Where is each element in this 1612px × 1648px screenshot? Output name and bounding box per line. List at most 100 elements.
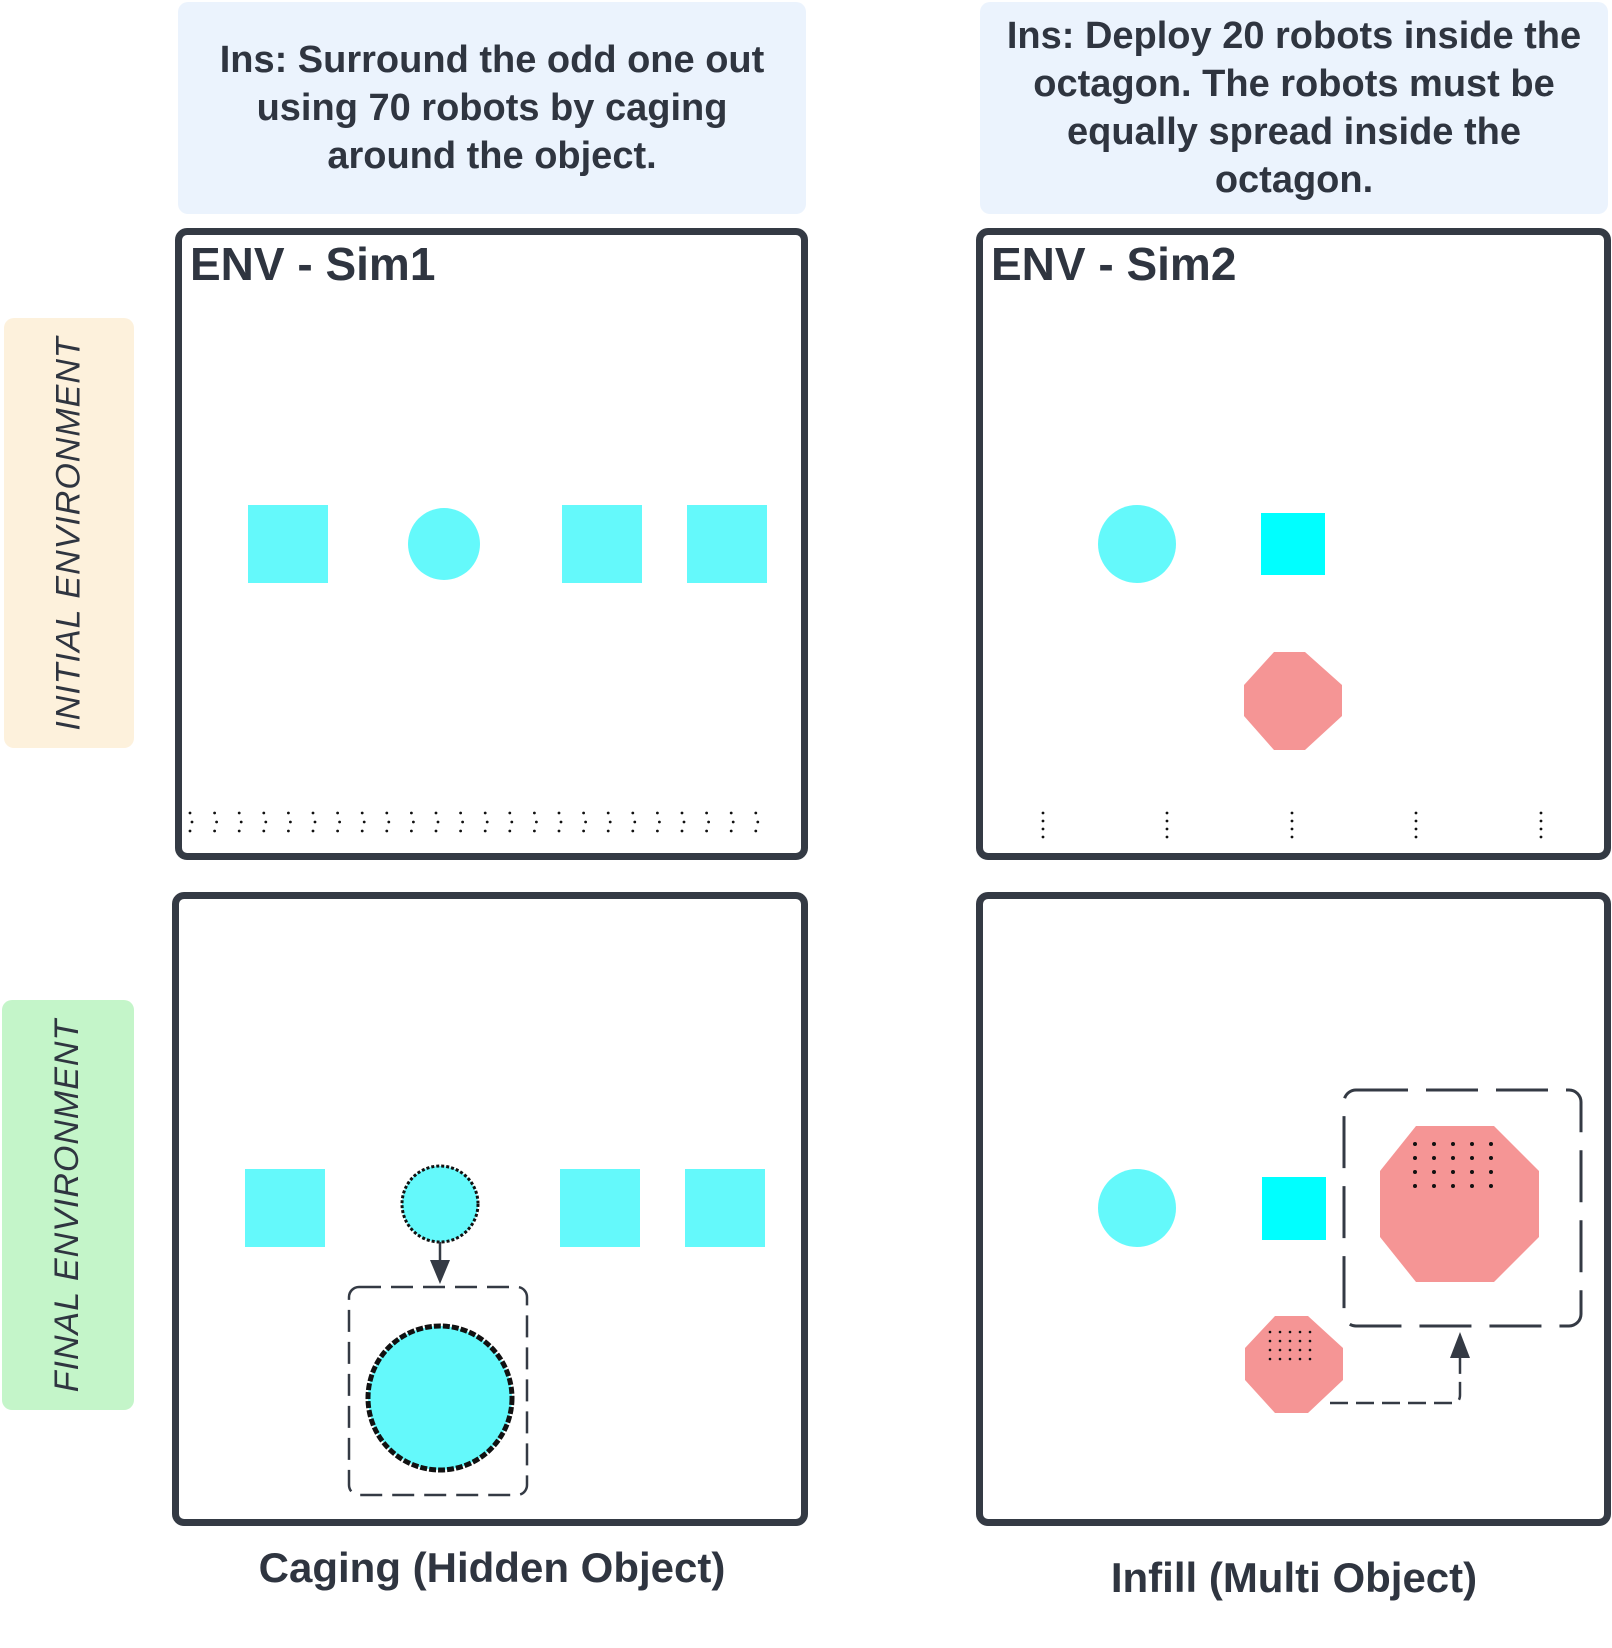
robot-dot: [1539, 835, 1543, 839]
robot-dot: [631, 829, 635, 833]
robot-dot: [1451, 1156, 1455, 1160]
sim1-env-title: ENV - Sim1: [190, 238, 436, 290]
robot-dot: [264, 820, 268, 824]
robot-dot: [237, 811, 241, 815]
robot-dot: [1268, 1348, 1272, 1352]
robot-dot: [1489, 1156, 1493, 1160]
robot-dot: [311, 829, 315, 833]
sim2-robot-groups: [1041, 811, 1543, 839]
robot-dot: [1268, 1339, 1272, 1343]
robot-dot: [606, 829, 610, 833]
robot-dot: [385, 829, 389, 833]
robot-dot: [756, 820, 760, 824]
robot-dot: [608, 820, 612, 824]
robot-dot: [385, 811, 389, 815]
robot-dot: [1432, 1156, 1436, 1160]
robot-dot: [1165, 819, 1169, 823]
robot-dot: [287, 829, 290, 833]
robot-dot: [1278, 1330, 1282, 1334]
instruction-box-sim1: Ins: Surround the odd one out using 70 r…: [178, 2, 806, 214]
robot-dot: [1414, 835, 1418, 839]
robot-dot: [459, 811, 462, 815]
sim1-final-square-2: [560, 1169, 640, 1247]
robot-dot: [1165, 835, 1169, 839]
robot-dot: [1288, 1357, 1292, 1361]
sim2-final-octagon-small: [1245, 1316, 1343, 1413]
robot-dot: [584, 820, 587, 824]
robot-dot: [436, 820, 440, 824]
sim1-final-caged-circle: [400, 1164, 480, 1244]
sim1-initial-circle: [408, 508, 480, 580]
robot-dot: [311, 811, 315, 815]
robot-dot: [1041, 811, 1045, 815]
robot-dot: [658, 820, 661, 824]
sim2-zoom-arrow-head: [1450, 1332, 1470, 1358]
robot-dot: [1308, 1339, 1312, 1343]
sim1-initial-square-1: [248, 505, 328, 583]
robot-dot: [412, 820, 415, 824]
robot-dot: [262, 811, 266, 815]
robot-dot: [1413, 1156, 1417, 1160]
robot-dot: [313, 820, 317, 824]
robot-dot: [1041, 835, 1045, 839]
robot-dot: [1470, 1142, 1474, 1146]
robot-dot: [262, 829, 266, 833]
robot-dot: [213, 829, 217, 833]
robot-dot: [1539, 827, 1543, 831]
robot-dot: [1489, 1184, 1493, 1188]
robot-dot: [1539, 811, 1543, 815]
robot-dot: [1290, 827, 1294, 831]
robot-dot: [1165, 827, 1169, 831]
robot-dot: [188, 829, 192, 833]
robot-dot: [434, 829, 438, 833]
robot-dot: [1413, 1142, 1417, 1146]
robot-dot: [606, 811, 610, 815]
robot-dot: [483, 811, 487, 815]
robot-dot: [682, 820, 686, 824]
robot-dot: [190, 820, 194, 824]
robot-dot: [1432, 1170, 1436, 1174]
sim2-small-octagon-robots: [1268, 1330, 1312, 1361]
sim1-initial-square-3: [687, 505, 767, 583]
caption-sim2: Infill (Multi Object): [1110, 1554, 1478, 1601]
robot-dot: [485, 820, 489, 824]
robot-dot: [1414, 811, 1418, 815]
robot-dot: [510, 820, 514, 824]
robot-dot: [1290, 819, 1294, 823]
robot-dot: [1539, 819, 1543, 823]
robot-dot: [557, 829, 561, 833]
sim1-final-square-1: [245, 1169, 325, 1247]
sim2-final-square: [1262, 1177, 1326, 1240]
sim1-final-square-3: [685, 1169, 765, 1247]
instruction-text-sim2: Ins: Deploy 20 robots inside the octagon…: [1006, 15, 1582, 201]
robot-dot: [1308, 1357, 1312, 1361]
robot-dot: [287, 811, 290, 815]
robot-dot: [1041, 827, 1045, 831]
robot-dot: [410, 811, 413, 815]
robot-dot: [1165, 811, 1169, 815]
sim2-final-circle: [1098, 1169, 1176, 1247]
robot-dot: [387, 820, 391, 824]
instruction-text-sim1: Ins: Surround the odd one out using 70 r…: [219, 39, 765, 177]
caption-sim1: Caging (Hidden Object): [258, 1544, 726, 1591]
robot-dot: [1451, 1184, 1455, 1188]
robot-dot: [705, 811, 708, 815]
robot-dot: [1288, 1348, 1292, 1352]
robot-dot: [1278, 1357, 1282, 1361]
robot-dot: [1298, 1339, 1302, 1343]
robot-dot: [410, 829, 413, 833]
robot-dot: [338, 820, 341, 824]
robot-dot: [1451, 1170, 1455, 1174]
robot-dot: [1308, 1330, 1312, 1334]
sim1-initial-square-2: [562, 505, 642, 583]
robot-dot: [533, 829, 536, 833]
instruction-box-sim2: Ins: Deploy 20 robots inside the octagon…: [980, 2, 1608, 214]
robot-dot: [582, 829, 585, 833]
robot-dot: [707, 820, 710, 824]
robot-dot: [1041, 819, 1045, 823]
robot-dot: [336, 829, 339, 833]
robot-dot: [1432, 1142, 1436, 1146]
robot-dot: [434, 811, 438, 815]
sim2-env-title: ENV - Sim2: [991, 238, 1237, 290]
